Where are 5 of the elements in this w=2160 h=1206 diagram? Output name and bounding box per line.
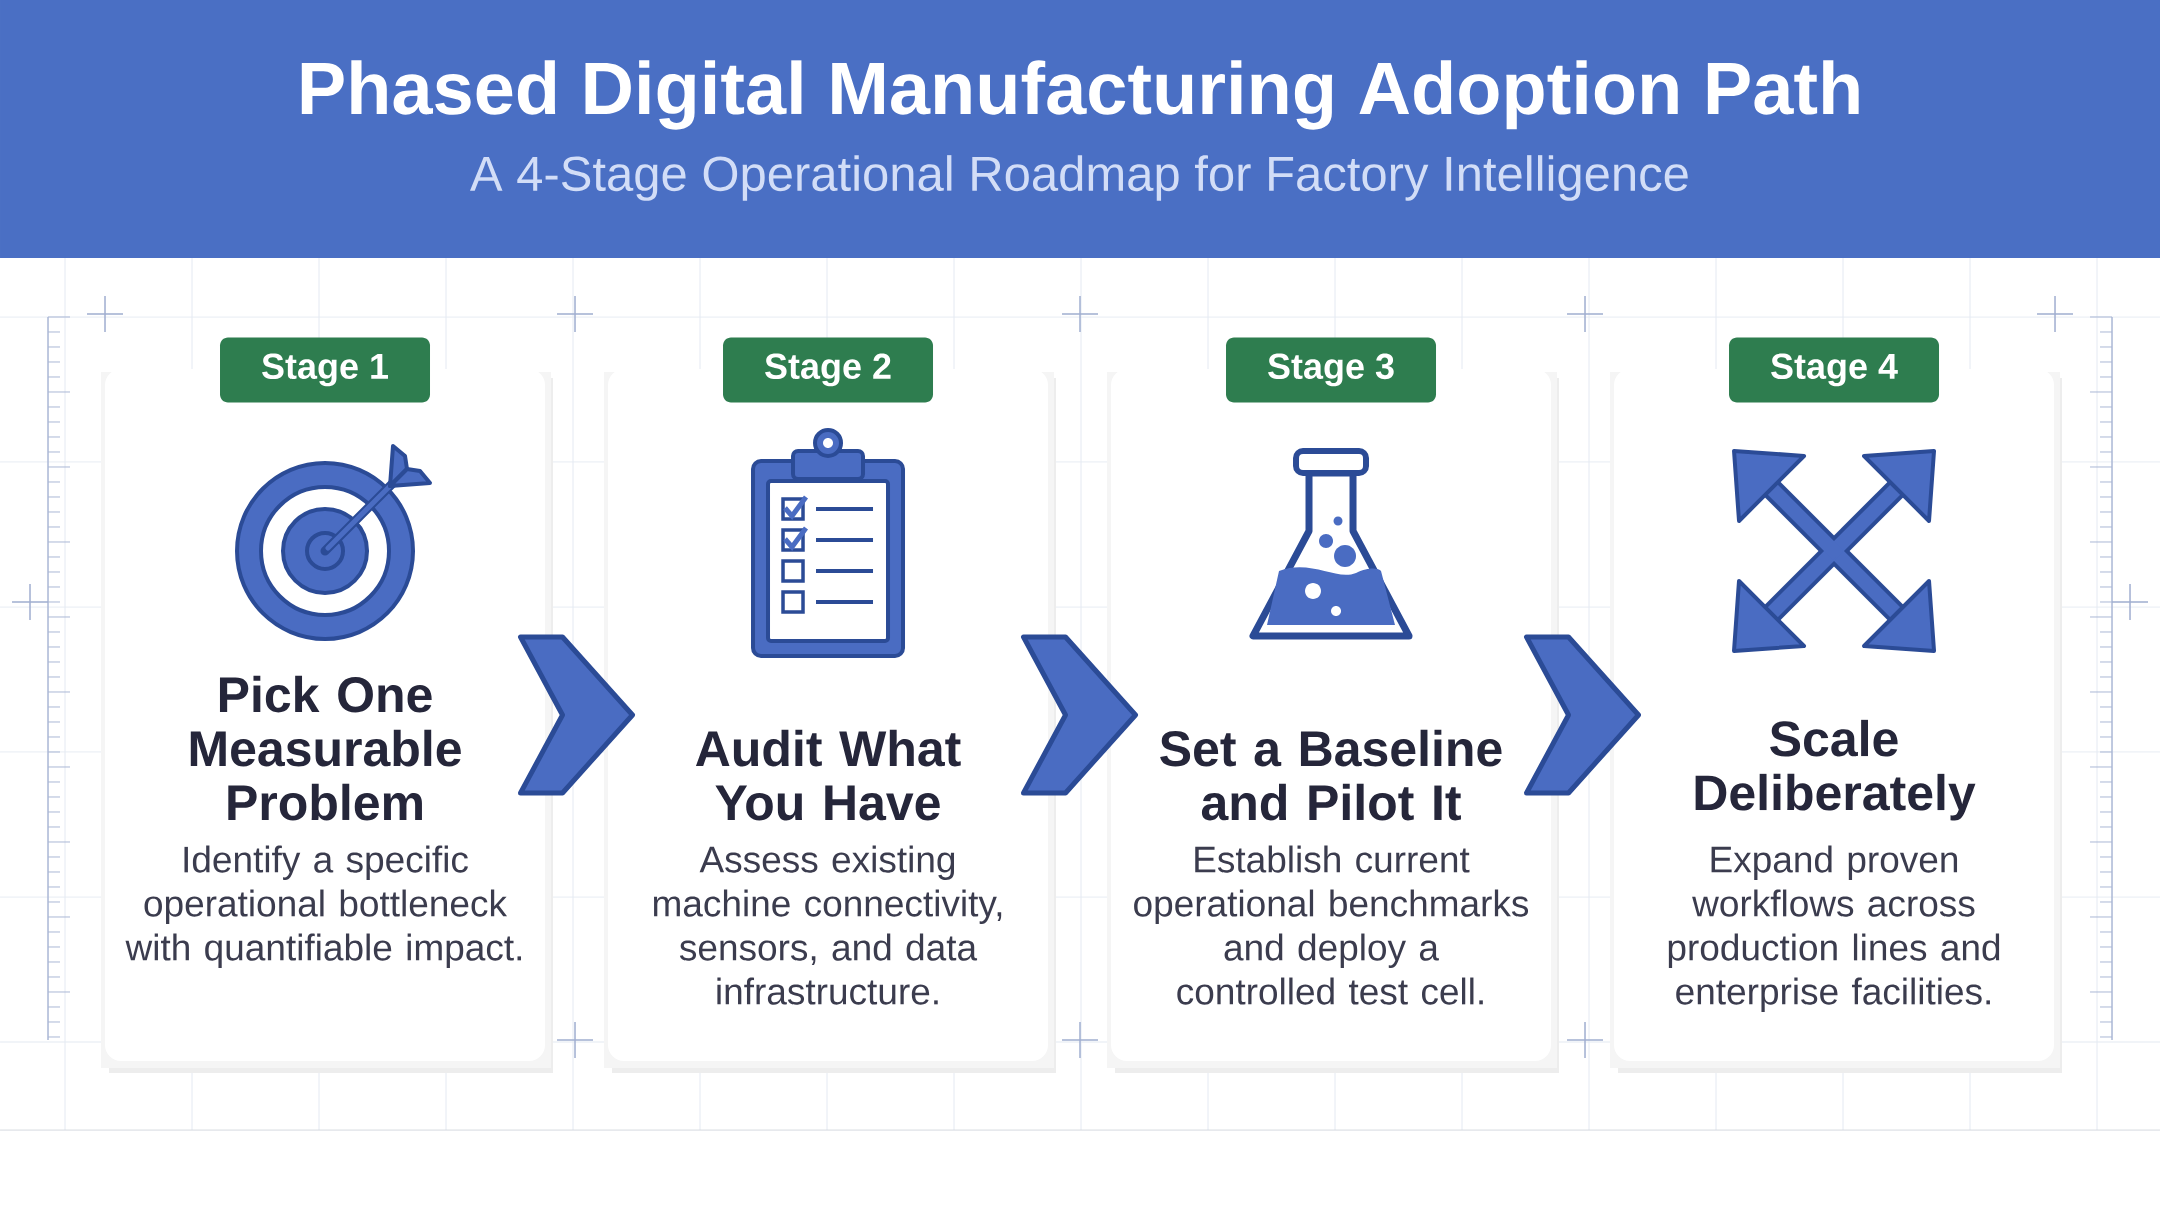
chevron-arrow [518,634,635,796]
subtitle: A 4-Stage Operational Roadmap for Factory Intelligence [470,155,1688,201]
chevron-arrow [1021,634,1138,796]
title: Phased Digital Manufacturing Adoption Path [301,60,1859,130]
chevron-arrow [1524,634,1641,796]
